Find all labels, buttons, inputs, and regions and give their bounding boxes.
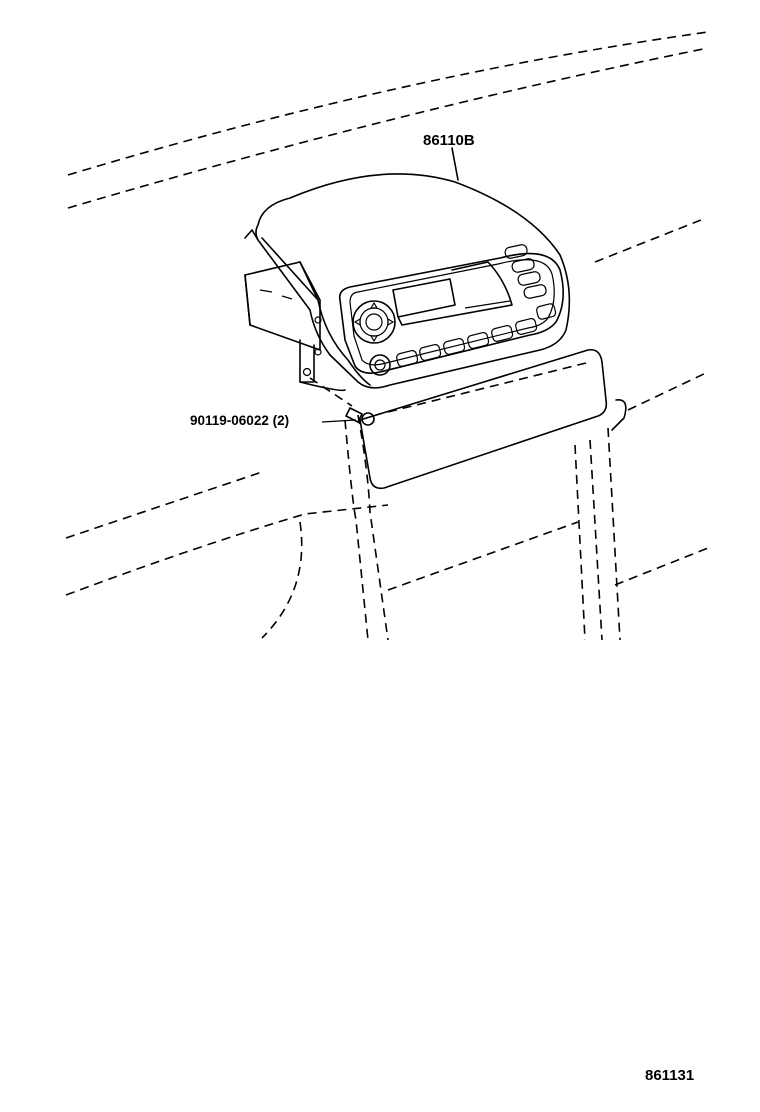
dashboard-outline [65, 31, 709, 641]
center-panel [359, 348, 627, 490]
radio-chassis [244, 261, 322, 383]
mounting-bolt [309, 377, 375, 426]
part-number-callout-main: 86110B [423, 132, 475, 149]
audio-head-unit [244, 147, 571, 392]
illustration-code: 861131 [645, 1067, 695, 1084]
part-number-callout-bolt: 90119-06022 (2) [190, 413, 290, 428]
